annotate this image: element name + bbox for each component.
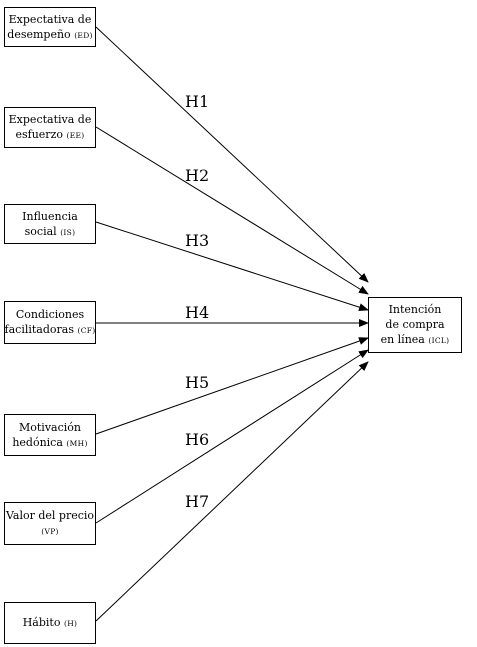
construct-box-h: Hábito (H) [4,602,96,644]
construct-label: desempeño [7,27,71,41]
construct-label: Condiciones [15,308,85,321]
construct-label: Valor del precio [5,509,95,522]
construct-abbreviation: (CF) [77,326,96,335]
construct-abbreviation: (IS) [60,227,76,237]
construct-label: Expectativa de [8,113,92,126]
target-label: de compra [385,318,445,331]
construct-box-mh: Motivación hedónica (MH) [4,414,96,456]
construct-box-is: Influencia social (IS) [4,204,96,244]
target-abbreviation: (ICL) [428,336,450,345]
hypothesis-label-h4: H4 [185,303,210,322]
construct-label: Influencia [22,209,78,223]
hypothesis-label-h1: H1 [185,92,210,111]
arrow-h7 [95,361,369,622]
arrow-h3 [95,221,369,312]
arrow-h5 [95,337,369,435]
hypothesis-label-h2: H2 [185,166,210,185]
target-label: Intención [388,303,442,316]
hypothesis-label-h7: H7 [185,492,210,511]
construct-label: esfuerzo [15,128,63,141]
target-label: en línea [380,333,425,346]
arrow-h2 [95,126,369,295]
construct-box-ee: Expectativa de esfuerzo (EE) [4,107,96,148]
construct-abbreviation: (H) [63,619,78,628]
construct-abbreviation: (EE) [66,131,85,140]
construct-box-vp: Valor del precio (VP) [4,502,96,545]
construct-label: hedónica [12,435,63,449]
construct-abbreviation: (VP) [41,527,59,536]
hypothesis-label-h3: H3 [185,231,210,250]
arrow-h1 [95,26,369,283]
construct-abbreviation: (ED) [74,30,93,40]
construct-box-ed: Expectativa de desempeño (ED) [4,7,96,47]
construct-label: Hábito [22,616,61,629]
target-construct-box-icl: Intención de compra en línea (ICL) [368,297,462,353]
construct-label: Motivación [19,420,81,434]
arrow-h6 [95,349,369,524]
hypothesis-label-h5: H5 [185,373,210,392]
construct-label: Expectativa de [8,12,92,26]
construct-abbreviation: (MH) [66,438,88,448]
construct-box-cf: Condiciones facilitadoras (CF) [4,301,96,344]
hypothesis-label-h6: H6 [185,430,210,449]
construct-label: social [24,224,57,238]
construct-label: facilitadoras [4,323,74,336]
